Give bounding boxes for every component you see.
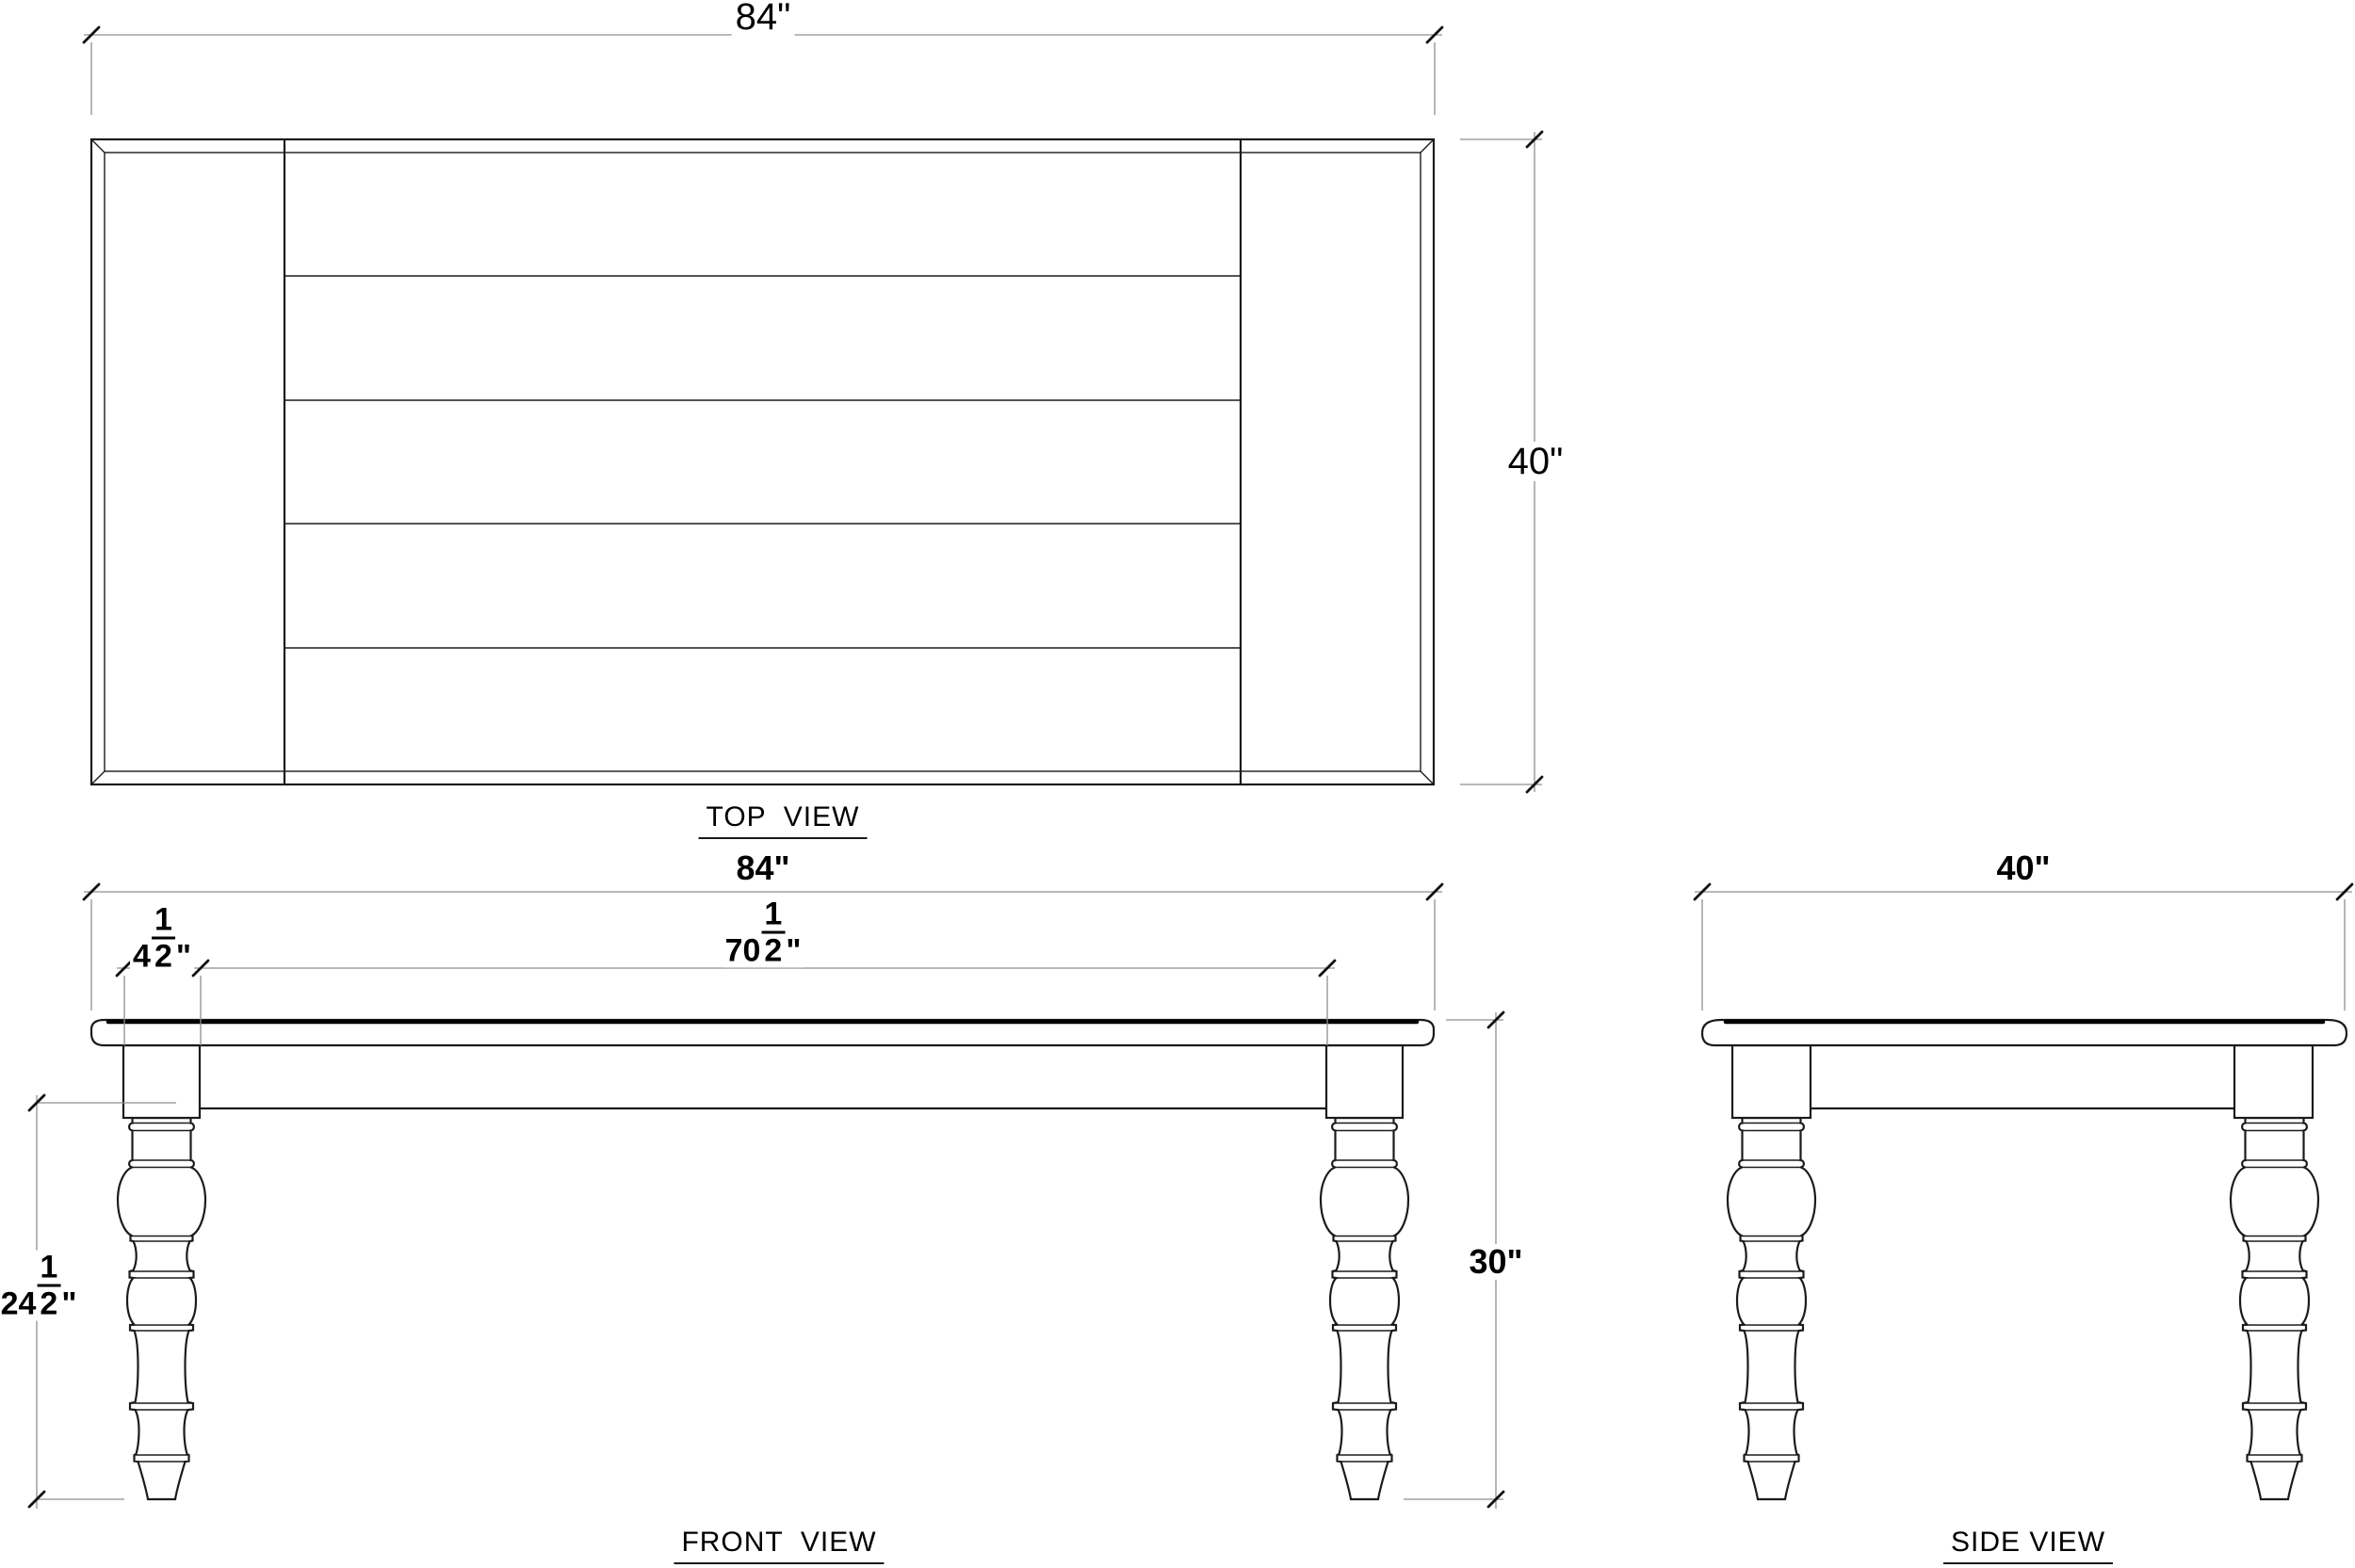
dim-whole: 24 (0, 1285, 37, 1322)
plank-seams (284, 275, 1241, 649)
top-view-drawing (89, 137, 1436, 786)
breadboard-end-joints (283, 139, 1242, 784)
dim-numerator: 1 (151, 904, 175, 940)
corner-miters (90, 138, 1435, 785)
side-view-drawing (1700, 1018, 2348, 1501)
tabletop-edge-profile (104, 152, 1421, 772)
dim-denominator: 2 (154, 938, 172, 975)
front-left-leg-block (122, 1043, 202, 1120)
side-right-leg (2229, 1116, 2320, 1501)
top-view-depth-dim: 40" (1503, 442, 1567, 481)
dim-whole: 70 (724, 932, 761, 969)
side-view-depth-dim: 40" (1992, 850, 2055, 886)
dimension-lines (27, 25, 2354, 1509)
dim-numerator: 1 (761, 898, 786, 934)
dim-unit: " (786, 932, 802, 969)
dim-unit: " (175, 938, 191, 975)
dim-numerator: 1 (37, 1252, 61, 1287)
side-left-leg-block (1730, 1043, 1812, 1120)
side-view-title: SIDE VIEW (1942, 1528, 2114, 1564)
dim-denominator: 2 (764, 932, 783, 969)
front-view-width-dim: 84" (732, 850, 794, 886)
front-view-title: FRONT VIEW (674, 1528, 885, 1564)
side-right-leg-block (2233, 1043, 2314, 1120)
front-right-leg (1319, 1116, 1410, 1501)
dim-unit: " (61, 1285, 77, 1322)
side-tabletop (1700, 1018, 2348, 1047)
front-left-leg (116, 1116, 207, 1501)
top-view-width-dim: 84" (731, 0, 795, 37)
front-view-drawing (89, 1018, 1436, 1501)
dim-denominator: 2 (40, 1285, 58, 1322)
top-view-title: TOP VIEW (698, 803, 868, 839)
front-view-height-dim: 30" (1465, 1244, 1527, 1280)
front-right-leg-block (1324, 1043, 1405, 1120)
tabletop-outline (89, 137, 1436, 786)
front-tabletop (89, 1018, 1436, 1047)
side-left-leg (1726, 1116, 1817, 1501)
dim-whole: 4 (133, 938, 151, 975)
